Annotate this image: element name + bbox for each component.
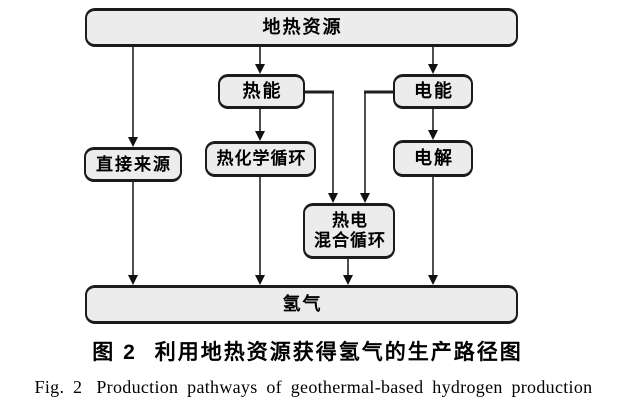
figure-caption-chinese-text: 利用地热资源获得氢气的生产路径图 <box>154 341 523 364</box>
figure-caption-chinese: 图 2 利用地热资源获得氢气的生产路径图 <box>0 336 615 366</box>
node-geothermal-resources: 地热资源 <box>85 8 518 47</box>
node-electric-energy-label: 电能 <box>414 81 454 102</box>
node-direct-source: 直接来源 <box>84 147 182 182</box>
arrowhead-into-electric <box>428 64 438 74</box>
node-hybrid-label-line1: 热电 <box>332 211 368 231</box>
node-heat-energy-label: 热能 <box>242 81 283 102</box>
arrowhead-into-thermochemical <box>255 131 265 141</box>
arrowhead-into-direct <box>128 137 138 147</box>
arrowhead-heat-into-hybrid <box>328 193 338 203</box>
node-direct-source-label: 直接来源 <box>96 154 172 174</box>
node-thermochemical-cycle-label: 热化学循环 <box>216 149 307 169</box>
node-hydrogen-gas-label: 氢气 <box>282 294 323 315</box>
node-hydrogen-gas: 氢气 <box>85 285 518 324</box>
arrowhead-electric-into-hybrid <box>360 193 370 203</box>
figure-caption-english-text: Production pathways of geothermal-based … <box>96 377 593 397</box>
node-electrolysis-label: 电解 <box>414 148 454 169</box>
figure-caption-english-number: Fig. 2 <box>34 377 83 397</box>
arrowhead-into-electrolysis <box>428 130 438 140</box>
node-geothermal-resources-label: 地热资源 <box>262 17 343 38</box>
figure-caption-chinese-number: 图 2 <box>92 341 137 364</box>
node-heat-energy: 热能 <box>218 74 305 109</box>
node-thermo-electric-hybrid-cycle: 热电 混合循环 <box>303 203 395 259</box>
arrowhead-hybrid-into-hydrogen <box>343 275 353 285</box>
node-electric-energy: 电能 <box>393 74 473 109</box>
arrowhead-electrolysis-into-hydrogen <box>428 275 438 285</box>
node-hybrid-label-line2: 混合循环 <box>314 231 386 250</box>
arrowhead-direct-into-hydrogen <box>128 275 138 285</box>
node-electrolysis: 电解 <box>393 140 473 177</box>
node-thermochemical-cycle: 热化学循环 <box>205 141 316 177</box>
arrowhead-into-heat <box>255 64 265 74</box>
arrowhead-thermochemical-into-hydrogen <box>255 275 265 285</box>
figure-caption-english: Fig. 2 Production pathways of geothermal-… <box>0 377 627 398</box>
